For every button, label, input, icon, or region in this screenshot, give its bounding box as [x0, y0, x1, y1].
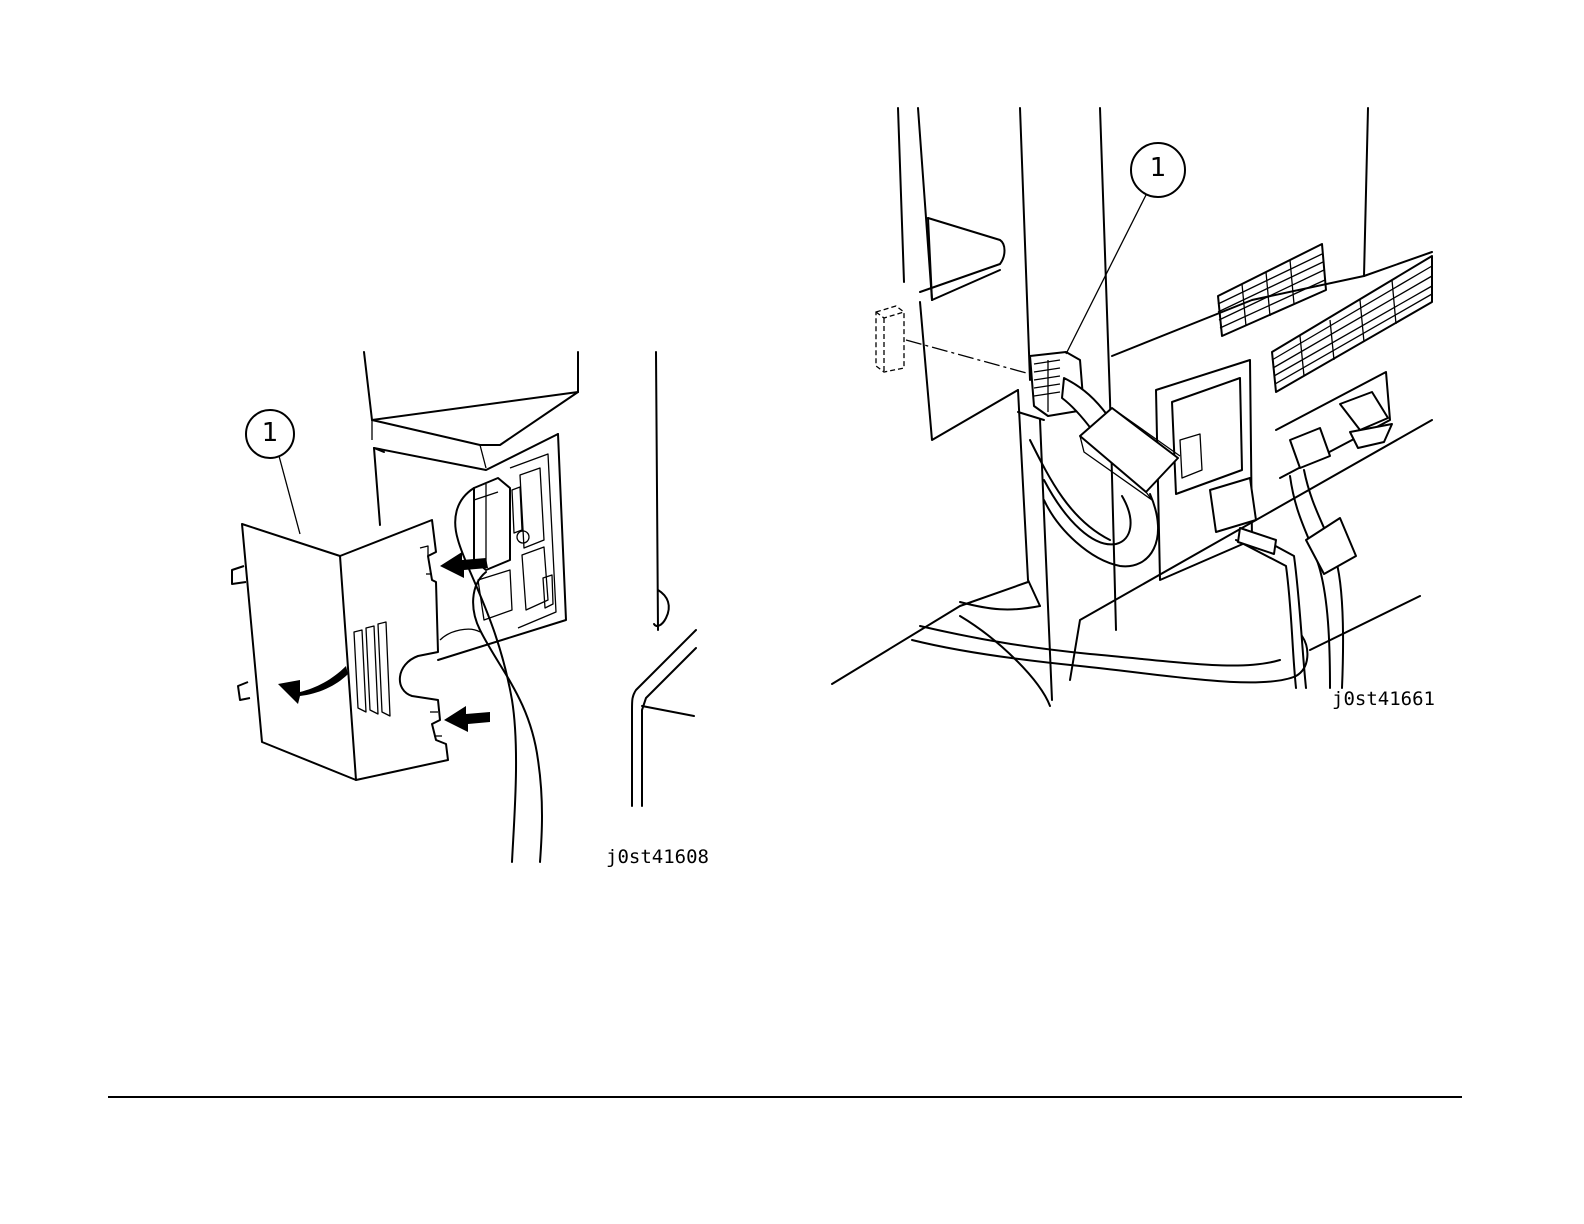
figure-left — [232, 352, 696, 862]
connector-panel — [474, 454, 556, 628]
figure-id-right: j0st41661 — [1332, 688, 1435, 710]
callout-number-left: 1 — [258, 418, 282, 448]
vent-grille-lower — [1272, 256, 1432, 392]
push-arrow-lower-icon — [444, 706, 490, 732]
vent-grille-upper — [1218, 244, 1326, 336]
cover-left — [232, 520, 448, 780]
machine-side-left — [632, 352, 696, 806]
callout-number-right: 1 — [1146, 153, 1170, 183]
dashed-socket — [876, 306, 1030, 374]
figure-right — [832, 108, 1432, 706]
figure-id-left: j0st41608 — [606, 846, 709, 868]
